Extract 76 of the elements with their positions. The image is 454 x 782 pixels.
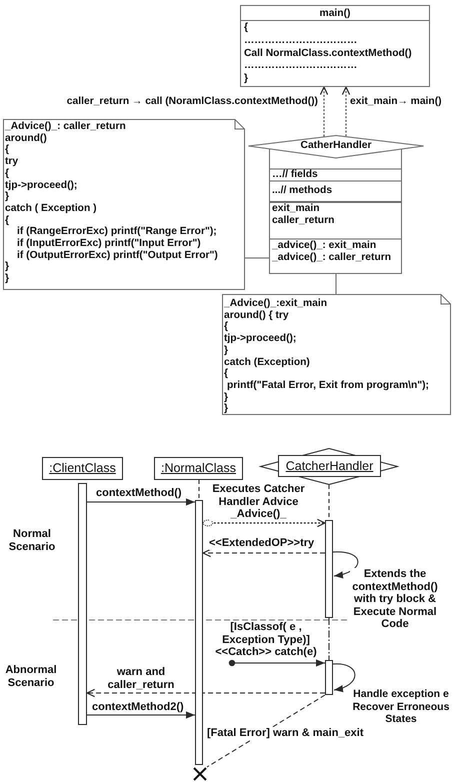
edge-label: Executes Catcher Handler Advice _Advice()_ bbox=[210, 483, 307, 520]
edge-label: <<ExtendedOP>>try bbox=[209, 537, 314, 550]
code-line: } bbox=[5, 261, 10, 274]
code-line: { bbox=[5, 168, 10, 180]
code-line: tjp->proceed(); bbox=[224, 333, 296, 345]
code-line: { bbox=[5, 214, 10, 226]
edge-label: contextMethod2() bbox=[92, 701, 184, 714]
code-line: …………………………… bbox=[244, 60, 358, 74]
code-line: if (OutputErrorExc) printf("Output Error") bbox=[17, 250, 218, 262]
self-message-arrow bbox=[332, 551, 358, 578]
lifeline-head bbox=[154, 457, 243, 480]
edge-label: contextMethod() bbox=[96, 487, 182, 500]
class-member: caller_return bbox=[272, 214, 334, 226]
class-member: ...// methods bbox=[272, 184, 332, 196]
code-line: catch ( Exception ) bbox=[5, 202, 97, 215]
aspect-class-box bbox=[248, 135, 424, 274]
message-arrow bbox=[202, 518, 326, 528]
edge-label: warn and caller_return bbox=[105, 666, 177, 691]
code-line: if (InputErrorExc) printf("Input Error") bbox=[17, 238, 201, 250]
class-box bbox=[240, 5, 430, 87]
code-line: } bbox=[224, 344, 228, 357]
code-line: catch (Exception) bbox=[224, 356, 310, 368]
class-member: _advice()_: caller_return bbox=[272, 252, 392, 264]
lifeline-name: :NormalClass bbox=[160, 461, 236, 476]
code-line: around() { try bbox=[224, 310, 289, 322]
code-line: { bbox=[5, 144, 10, 156]
message-arrow bbox=[86, 688, 326, 698]
class-name: main() bbox=[320, 6, 350, 20]
edge-label: caller_return → call (NoramlClass.contextMethod()) bbox=[66, 96, 318, 108]
code-line: { bbox=[244, 22, 248, 35]
code-line: _Advice()_: caller_return bbox=[5, 121, 126, 133]
destroy-mark bbox=[193, 767, 207, 781]
code-line: _Advice()_:exit_main bbox=[224, 298, 328, 310]
lifeline bbox=[198, 480, 200, 500]
message-arrow bbox=[86, 498, 196, 506]
code-line: } bbox=[5, 191, 10, 203]
code-line: { bbox=[224, 321, 228, 334]
aspect-name: CatherHandler bbox=[300, 140, 372, 152]
lifeline-head bbox=[42, 457, 123, 480]
activation-bar bbox=[78, 483, 87, 725]
code-line: …………………………… bbox=[244, 34, 358, 48]
region-label: Abnormal Scenario bbox=[3, 664, 59, 689]
code-line: tjp->proceed(); bbox=[5, 180, 78, 192]
code-line: } bbox=[224, 403, 228, 416]
code-line: } bbox=[5, 273, 10, 285]
message-arrow bbox=[86, 711, 196, 719]
aspect-lifeline-head bbox=[260, 448, 398, 485]
self-message-arrow bbox=[332, 664, 356, 692]
activation-bar bbox=[325, 520, 333, 618]
dependency-arrow bbox=[320, 86, 328, 136]
activation-bar bbox=[195, 500, 203, 765]
note-box bbox=[3, 119, 245, 290]
class-member: _advice()_: exit_main bbox=[272, 240, 376, 252]
code-line: around() bbox=[5, 132, 47, 144]
code-line: if (RangeErrorExc) printf("Range Error"); bbox=[17, 226, 217, 238]
message-arrow bbox=[228, 659, 326, 667]
region-label: Normal Scenario bbox=[7, 528, 57, 553]
code-line: } bbox=[224, 392, 228, 404]
lifeline bbox=[328, 618, 330, 660]
edge-label: exit_main→ main() bbox=[350, 96, 442, 108]
edge-label: [Fatal Error] warn & main_exit bbox=[207, 727, 364, 740]
activation-bar bbox=[325, 660, 333, 695]
code-line: } bbox=[244, 73, 248, 86]
code-line: printf("Fatal Error, Exit from program\n"); bbox=[227, 380, 429, 392]
code-line: try bbox=[5, 156, 18, 168]
code-line: { bbox=[224, 368, 228, 380]
message-arrow bbox=[202, 548, 326, 558]
lifeline-name: :ClientClass bbox=[49, 461, 116, 476]
note-box bbox=[222, 294, 451, 415]
edge-label: [IsClassof( e , Exception Type)] <<Catch>> catch(e) bbox=[214, 621, 318, 658]
lifeline-name: CatcherHandler bbox=[286, 458, 374, 474]
class-member: exit_main bbox=[272, 203, 320, 215]
code-line: Call NormalClass.contextMethod() bbox=[244, 48, 412, 60]
edge-label: Extends the contextMethod() with try block & Execute Normal Code bbox=[350, 568, 440, 630]
class-member: …// fields bbox=[272, 169, 318, 181]
dependency-arrow bbox=[342, 86, 350, 136]
